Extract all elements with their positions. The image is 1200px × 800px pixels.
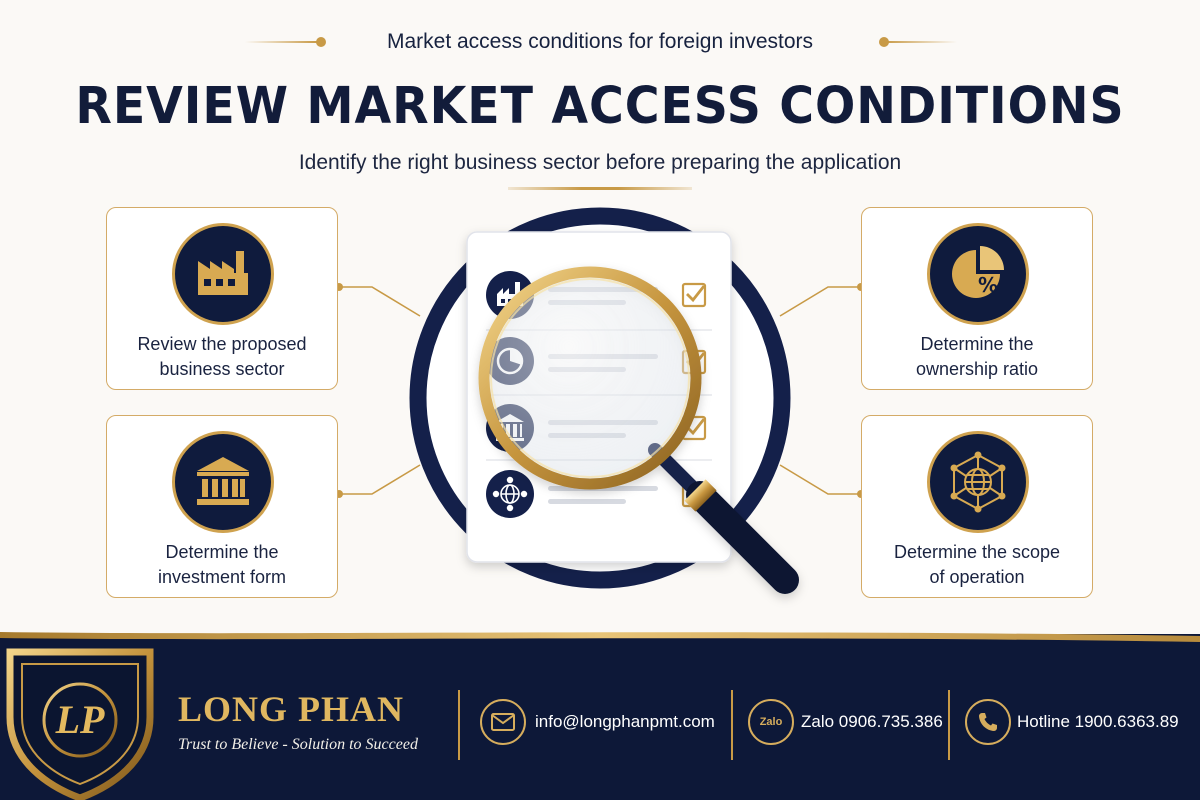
- logo-monogram: LP: [55, 697, 105, 742]
- card-label-line: Determine the scope: [893, 542, 1061, 562]
- brand-tagline: Trust to Believe - Solution to Succeed: [178, 736, 418, 753]
- footer-divider: [458, 690, 460, 760]
- card-label-line: investment form: [157, 567, 287, 587]
- hotline-contact[interactable]: Hotline 1900.6363.89: [1017, 712, 1179, 731]
- connector-lines: [338, 286, 862, 495]
- card-label-line: of operation: [929, 567, 1025, 587]
- zalo-icon-label: Zalo: [759, 716, 783, 728]
- envelope-icon[interactable]: [480, 699, 526, 745]
- card-label-investment-form: Determine the investment form: [107, 540, 337, 590]
- card-label-line: Review the proposed: [137, 334, 307, 354]
- card-business-sector: Review the proposed business sector: [106, 207, 338, 390]
- kicker-dot-left: [316, 37, 326, 47]
- factory-icon: [172, 223, 274, 325]
- brand-name: LONG PHAN: [178, 689, 405, 729]
- svg-text:%: %: [978, 273, 998, 297]
- page-title: REVIEW MARKET ACCESS CONDITIONS: [75, 77, 1125, 136]
- bank-icon: [172, 431, 274, 533]
- card-scope-of-operation: Determine the scope of operation: [861, 415, 1093, 598]
- kicker-line-left: [245, 41, 317, 43]
- email-link[interactable]: info@longphanpmt.com: [535, 712, 715, 731]
- card-label-scope-of-operation: Determine the scope of operation: [862, 540, 1092, 590]
- kicker: Market access conditions for foreign inv…: [0, 27, 1200, 57]
- card-label-ownership-ratio: Determine the ownership ratio: [862, 332, 1092, 382]
- subtitle-underline: [508, 187, 692, 190]
- kicker-text: Market access conditions for foreign inv…: [386, 30, 814, 53]
- network-globe-icon: [927, 431, 1029, 533]
- footer-divider: [731, 690, 733, 760]
- card-label-line: business sector: [159, 359, 285, 379]
- card-label-line: Determine the: [920, 334, 1034, 354]
- kicker-line-right: [885, 41, 957, 43]
- zalo-icon[interactable]: Zalo: [748, 699, 794, 745]
- card-label-line: ownership ratio: [915, 359, 1039, 379]
- card-label-line: Determine the: [165, 542, 279, 562]
- footer-divider: [948, 690, 950, 760]
- pie-chart-percent-icon: %: [927, 223, 1029, 325]
- footer-band: [0, 632, 1200, 800]
- card-label-business-sector: Review the proposed business sector: [107, 332, 337, 382]
- page-subtitle: Identify the right business sector befor…: [298, 151, 902, 174]
- kicker-dot-right: [879, 37, 889, 47]
- phone-icon[interactable]: [965, 699, 1011, 745]
- magnifying-glass-icon: [478, 266, 799, 594]
- shield-logo: [6, 648, 154, 800]
- card-investment-form: Determine the investment form: [106, 415, 338, 598]
- zalo-contact[interactable]: Zalo 0906.735.386: [801, 712, 943, 731]
- card-ownership-ratio: % Determine the ownership ratio: [861, 207, 1093, 390]
